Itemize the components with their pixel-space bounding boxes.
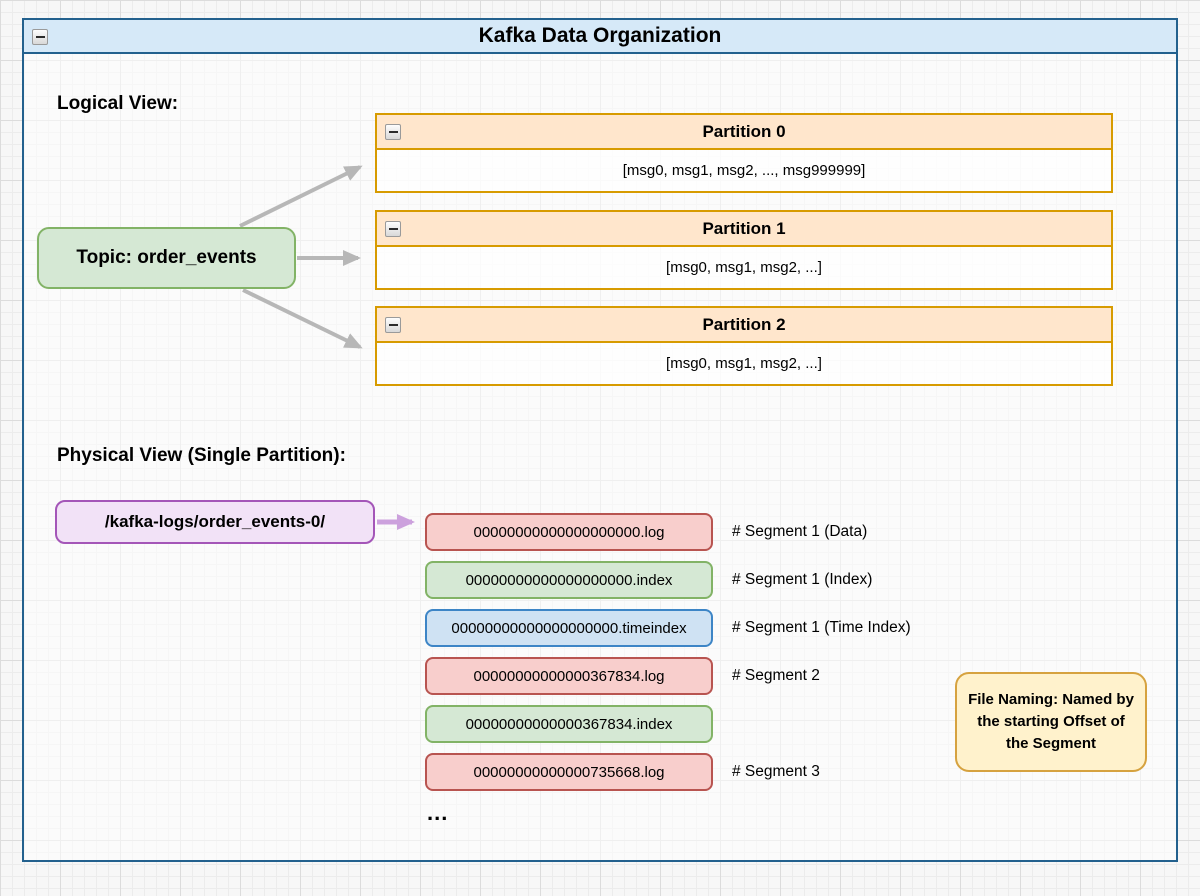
segment-annotation: # Segment 1 (Time Index) [732,619,911,636]
partition-2-title: Partition 2 [702,314,786,334]
diagram-title-bar: Kafka Data Organization [24,20,1176,54]
logical-view-label: Logical View: [57,93,179,114]
segment-annotation: # Segment 1 (Index) [732,571,873,588]
diagram-title: Kafka Data Organization [478,24,722,47]
file-node-segment1-index[interactable]: 00000000000000000000.index [425,561,713,599]
segment-annotation: # Segment 1 (Data) [732,523,868,540]
partition-1-title: Partition 1 [702,218,786,238]
file-name: 00000000000000000000.log [473,523,665,541]
file-name: 00000000000000000000.index [465,571,673,589]
physical-view-label: Physical View (Single Partition): [57,445,346,466]
collapse-icon[interactable] [32,29,48,45]
segment-annotation: # Segment 2 [732,667,820,684]
directory-node[interactable]: /kafka-logs/order_events-0/ [55,500,375,544]
partition-0-header: Partition 0 [377,115,1111,150]
segment-annotation: # Segment 3 [732,763,820,780]
file-node-segment1-log[interactable]: 00000000000000000000.log [425,513,713,551]
file-name: 00000000000000735668.log [473,763,665,781]
file-name: 00000000000000000000.timeindex [451,619,687,637]
partition-0-messages: [msg0, msg1, msg2, ..., msg999999] [622,162,866,179]
collapse-icon[interactable] [385,317,401,333]
partition-0-title: Partition 0 [702,121,786,141]
file-node-segment3-log[interactable]: 00000000000000735668.log [425,753,713,791]
more-files-ellipsis: ... [427,800,449,825]
directory-label: /kafka-logs/order_events-0/ [104,512,326,531]
partition-1-container[interactable]: Partition 1 [msg0, msg1, msg2, ...] [375,210,1113,290]
partition-1-messages: [msg0, msg1, msg2, ...] [666,259,822,276]
partition-2-container[interactable]: Partition 2 [msg0, msg1, msg2, ...] [375,306,1113,386]
topic-node[interactable]: Topic: order_events [37,227,296,289]
file-name: 00000000000000367834.log [473,667,665,685]
partition-2-header: Partition 2 [377,308,1111,343]
file-node-segment1-timeindex[interactable]: 00000000000000000000.timeindex [425,609,713,647]
note-text: File Naming: Named by the starting Offse… [968,691,1134,752]
file-node-segment2-index[interactable]: 00000000000000367834.index [425,705,713,743]
collapse-icon[interactable] [385,124,401,140]
collapse-icon[interactable] [385,221,401,237]
topic-label: Topic: order_events [76,247,257,268]
partition-1-header: Partition 1 [377,212,1111,247]
file-node-segment2-log[interactable]: 00000000000000367834.log [425,657,713,695]
file-naming-note[interactable]: File Naming: Named by the starting Offse… [955,672,1147,772]
file-name: 00000000000000367834.index [465,715,673,733]
partition-0-container[interactable]: Partition 0 [msg0, msg1, msg2, ..., msg9… [375,113,1113,193]
partition-2-messages: [msg0, msg1, msg2, ...] [666,355,822,372]
